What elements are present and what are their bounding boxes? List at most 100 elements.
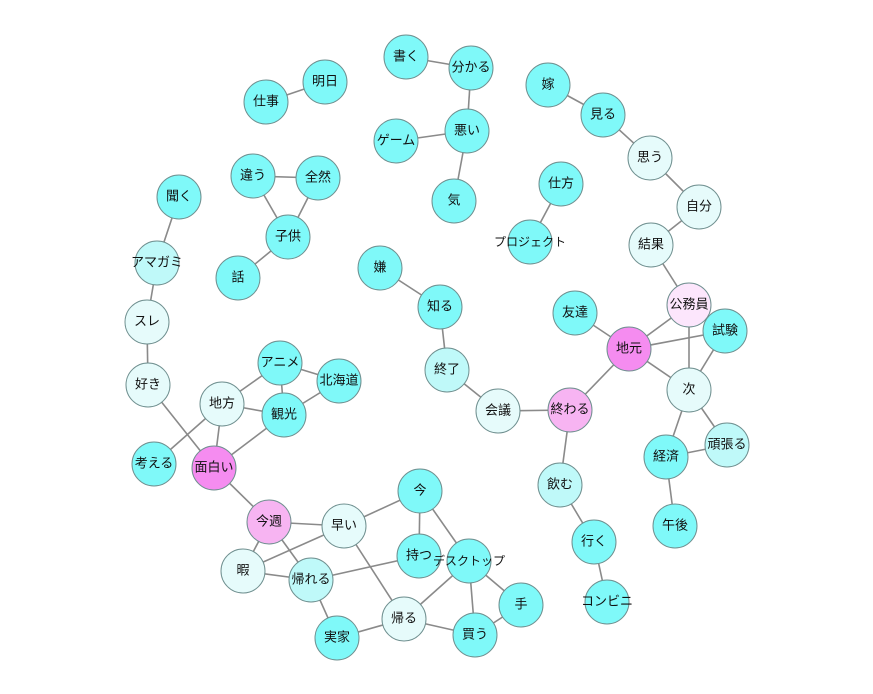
node-label-kodomo: 子供 bbox=[275, 230, 301, 245]
node-circle-shiken bbox=[702, 308, 748, 354]
node-kangaeru: 考える bbox=[131, 441, 177, 487]
node-circle-chihou bbox=[199, 381, 245, 427]
node-label-keizai: 経済 bbox=[653, 449, 679, 465]
node-circle-yome bbox=[525, 62, 571, 108]
node-omou: 思う bbox=[627, 135, 673, 181]
node-konshuu: 今週 bbox=[246, 499, 292, 545]
node-label-owaru: 終わる bbox=[550, 402, 589, 418]
node-label-jimoto: 地元 bbox=[616, 342, 642, 357]
node-label-kangaeru: 考える bbox=[135, 457, 174, 472]
node-circle-kekka bbox=[628, 222, 674, 268]
node-warui: 悪い bbox=[444, 108, 490, 154]
node-circle-wakaru bbox=[448, 45, 494, 91]
node-circle-tsugi bbox=[666, 367, 712, 413]
node-ki: 気 bbox=[431, 178, 477, 224]
node-circle-suki bbox=[125, 362, 171, 408]
node-label-kau: 買う bbox=[462, 628, 488, 643]
node-suki: 好き bbox=[125, 362, 171, 408]
node-circle-kiku bbox=[156, 174, 202, 220]
node-chihou: 地方 bbox=[199, 381, 245, 427]
node-kankou: 観光 bbox=[261, 392, 307, 438]
node-label-tsugi: 次 bbox=[682, 382, 695, 398]
node-circle-game bbox=[373, 118, 419, 164]
node-label-warui: 悪い bbox=[454, 124, 480, 139]
node-label-gogo: 午後 bbox=[662, 519, 688, 534]
node-label-hokkaido: 北海道 bbox=[319, 374, 358, 389]
node-circle-hanashi bbox=[215, 255, 261, 301]
node-circle-ki bbox=[431, 178, 477, 224]
node-label-omoshiroi: 面白い bbox=[194, 460, 233, 476]
node-game: ゲーム bbox=[373, 118, 419, 164]
node-circle-zenzen bbox=[295, 155, 341, 201]
node-label-shiru: 知る bbox=[427, 299, 453, 315]
node-label-kaereru: 帰れる bbox=[291, 572, 330, 588]
node-kaereru: 帰れる bbox=[288, 557, 334, 603]
node-label-kiku: 聞く bbox=[166, 190, 192, 205]
node-circle-ima bbox=[397, 468, 443, 514]
node-label-shiken: 試験 bbox=[712, 323, 738, 339]
node-circle-konshuu bbox=[246, 499, 292, 545]
node-circle-sure bbox=[124, 299, 170, 345]
node-label-shigoto: 仕事 bbox=[253, 95, 279, 110]
node-label-hima: 暇 bbox=[236, 564, 249, 579]
node-circle-jikka bbox=[314, 615, 360, 661]
node-circle-kaigi bbox=[475, 388, 521, 434]
node-label-hayai: 早い bbox=[331, 519, 357, 534]
node-circle-keizai bbox=[643, 434, 689, 480]
node-kau: 買う bbox=[452, 612, 498, 658]
node-circle-ashita bbox=[302, 59, 348, 105]
node-circle-kau bbox=[452, 612, 498, 658]
node-anime: アニメ bbox=[257, 340, 303, 386]
node-label-ganbaru: 頑張る bbox=[707, 438, 746, 453]
node-te: 手 bbox=[498, 582, 544, 628]
node-label-desktop: デスクトップ bbox=[433, 553, 505, 568]
node-kekka: 結果 bbox=[628, 222, 674, 268]
node-label-konshuu: 今週 bbox=[256, 514, 282, 530]
node-circle-warui bbox=[444, 108, 490, 154]
node-circle-shiru bbox=[417, 284, 463, 330]
node-label-jikka: 実家 bbox=[324, 630, 350, 646]
node-label-chihou: 地方 bbox=[209, 396, 235, 412]
node-label-jibun: 自分 bbox=[686, 200, 712, 215]
node-iya: 嫌 bbox=[357, 245, 403, 291]
node-layer: 仕事明日書く分かる悪いゲーム気嫁見る思う自分結果公務員試験地元友達次経済頑張る午… bbox=[124, 34, 750, 661]
node-kaigi: 会議 bbox=[475, 388, 521, 434]
node-kaku: 書く bbox=[383, 34, 429, 80]
node-label-chigau: 違う bbox=[240, 169, 266, 184]
node-amagami: アマガミ bbox=[131, 240, 183, 286]
node-shiru: 知る bbox=[417, 284, 463, 330]
node-circle-desktop bbox=[446, 538, 492, 584]
node-shikata: 仕方 bbox=[538, 161, 584, 207]
node-shiken: 試験 bbox=[702, 308, 748, 354]
node-circle-konbini bbox=[584, 579, 630, 625]
node-shigoto: 仕事 bbox=[243, 79, 289, 125]
node-jimoto: 地元 bbox=[606, 326, 652, 372]
node-gogo: 午後 bbox=[652, 503, 698, 549]
node-label-kaigi: 会議 bbox=[485, 404, 511, 419]
node-jibun: 自分 bbox=[676, 184, 722, 230]
node-zenzen: 全然 bbox=[295, 155, 341, 201]
node-wakaru: 分かる bbox=[448, 45, 494, 91]
node-label-kaeru: 帰る bbox=[391, 611, 417, 627]
node-label-ashita: 明日 bbox=[312, 75, 338, 90]
node-label-te: 手 bbox=[514, 598, 527, 613]
node-circle-kaeru bbox=[381, 596, 427, 642]
node-circle-owaru bbox=[547, 387, 593, 433]
node-circle-koumuin bbox=[666, 282, 712, 328]
node-konbini: コンビニ bbox=[581, 579, 633, 625]
node-hanashi: 話 bbox=[215, 255, 261, 301]
node-hayai: 早い bbox=[321, 503, 367, 549]
node-label-omou: 思う bbox=[637, 151, 663, 166]
node-label-kankou: 観光 bbox=[271, 408, 297, 423]
node-label-yome: 嫁 bbox=[541, 78, 554, 93]
node-circle-iku bbox=[571, 519, 617, 565]
node-circle-jibun bbox=[676, 184, 722, 230]
node-circle-chigau bbox=[230, 153, 276, 199]
node-circle-omou bbox=[627, 135, 673, 181]
node-label-project: プロジェクト bbox=[494, 235, 566, 249]
node-hokkaido: 北海道 bbox=[316, 358, 362, 404]
node-circle-kodomo bbox=[265, 214, 311, 260]
node-nomu: 飲む bbox=[537, 462, 583, 508]
node-label-zenzen: 全然 bbox=[305, 170, 331, 186]
node-label-kaku: 書く bbox=[393, 50, 419, 65]
